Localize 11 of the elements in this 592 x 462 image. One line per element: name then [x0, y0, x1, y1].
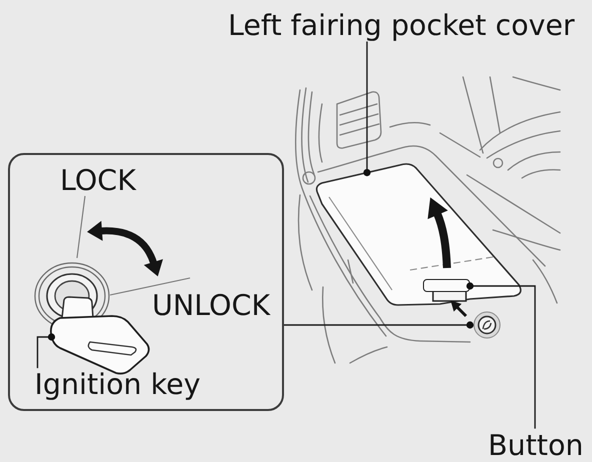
leader-line [36, 333, 56, 368]
part-label: Button [488, 428, 584, 462]
leader-line [466, 282, 536, 429]
position-label: LOCK [60, 164, 136, 197]
leader-line [363, 42, 371, 176]
part-label: Left fairing pocket cover [228, 8, 575, 42]
part-label: Ignition key [34, 368, 201, 402]
leader-line [284, 321, 474, 329]
inset-panel [8, 153, 284, 411]
position-label: UNLOCK [152, 288, 270, 322]
pocket-button [423, 279, 470, 292]
